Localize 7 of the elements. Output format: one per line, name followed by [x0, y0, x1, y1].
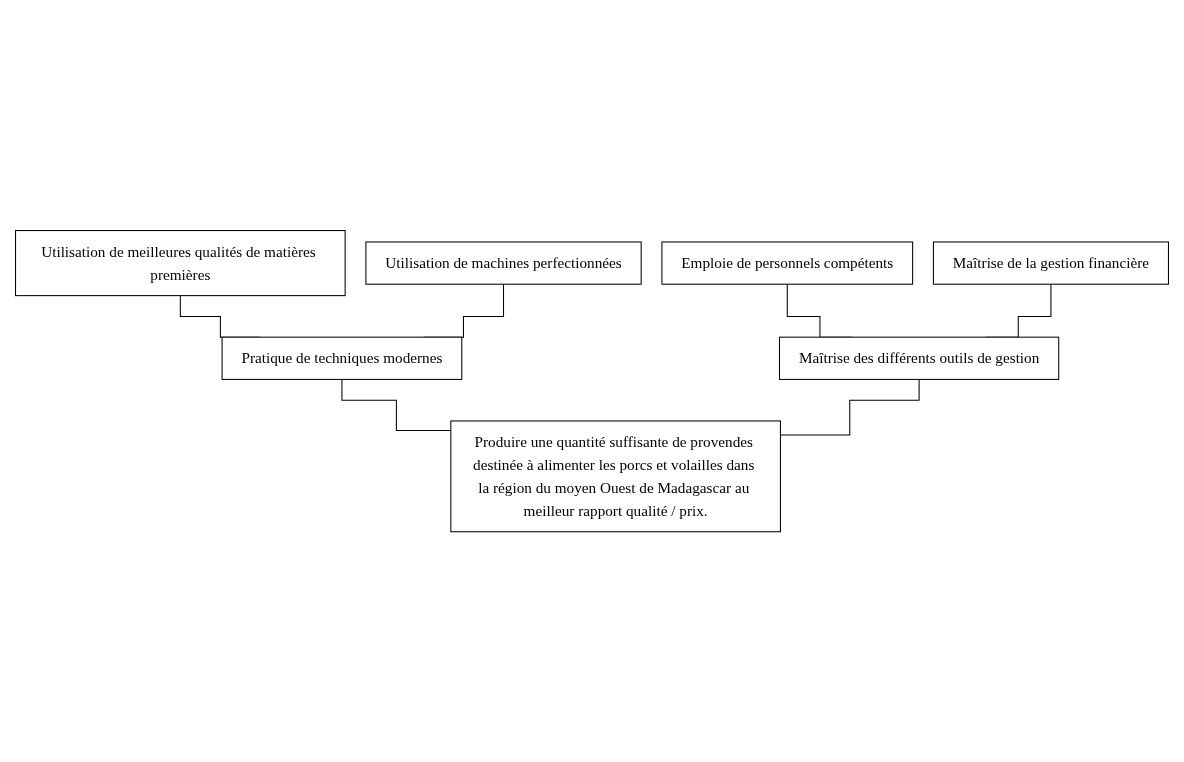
node-box: Emploie de personnels compétents	[661, 241, 914, 285]
node-box: Maîtrise de la gestion financière	[932, 241, 1169, 285]
node-box: Produire une quantité suffisante de provendes destinée à alimenter les porcs et volailles dans la région du moyen Ouest de Madagascar au meilleur rapport qualité / prix.	[450, 420, 781, 533]
node-box: Utilisation de meilleures qualités de matières premières	[15, 229, 346, 296]
node-box: Utilisation de machines perfectionnées	[365, 241, 642, 285]
node-box: Pratique de techniques modernes	[221, 336, 463, 380]
node-box: Maîtrise des différents outils de gestion	[778, 336, 1060, 380]
